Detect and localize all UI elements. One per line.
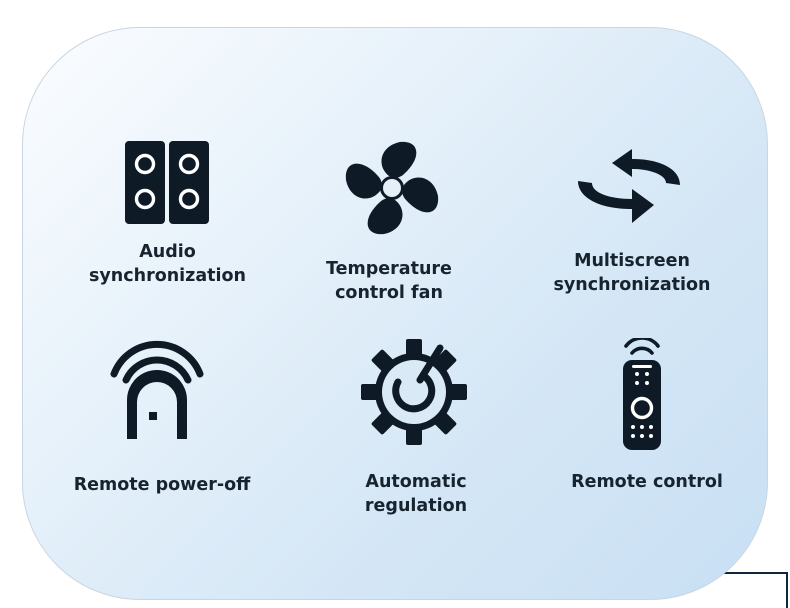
feature-label: Automatic regulation	[364, 472, 468, 516]
speakers-icon	[125, 141, 209, 224]
remote-control-icon	[623, 338, 661, 450]
features-panel	[22, 27, 768, 600]
feature-label: Audio synchronization	[88, 242, 247, 286]
feature-automatic-regulation: Automatic regulation	[314, 335, 518, 516]
feature-label: Temperature control fan	[326, 259, 452, 303]
feature-label: Remote control	[571, 472, 723, 492]
feature-remote-control: Remote control	[568, 338, 726, 503]
feature-audio-sync: Audio synchronization	[80, 138, 255, 298]
feature-multiscreen-sync: Multiscreen synchronization	[552, 145, 712, 300]
sync-arrows-icon	[578, 149, 680, 223]
feature-label: Remote power-off	[73, 475, 251, 495]
feature-label: Multiscreen synchronization	[553, 251, 711, 295]
fan-icon	[345, 141, 439, 235]
feature-temperature-fan: Temperature control fan	[322, 140, 456, 305]
remote-power-icon	[110, 340, 204, 439]
feature-remote-power-off: Remote power-off	[72, 335, 252, 505]
gear-icon	[361, 339, 467, 445]
